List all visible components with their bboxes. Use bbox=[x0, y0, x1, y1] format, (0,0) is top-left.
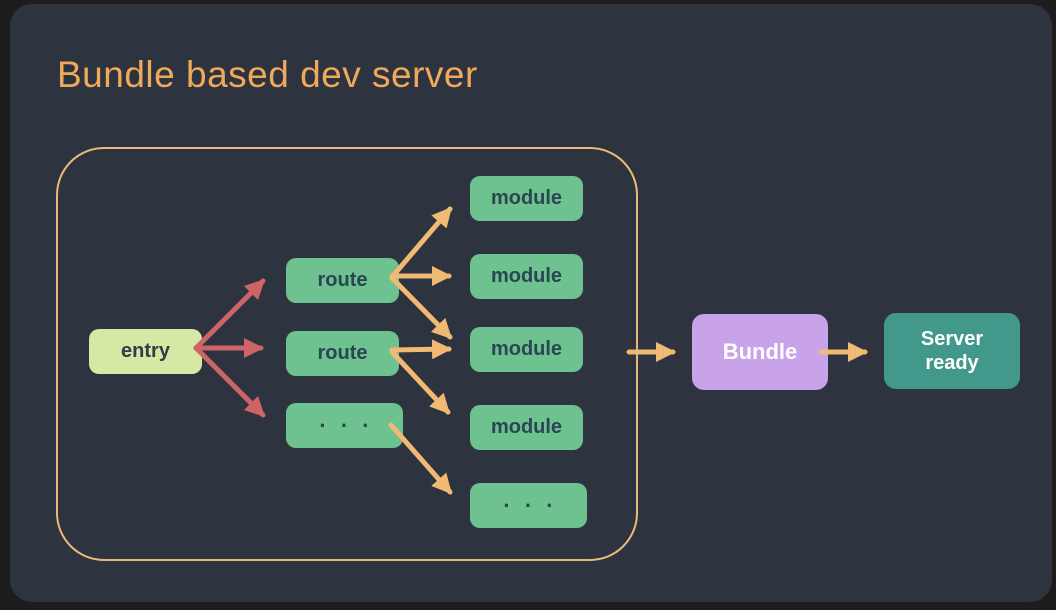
node-server-ready: Server ready bbox=[884, 313, 1020, 389]
node-entry-label: entry bbox=[121, 340, 170, 362]
node-module-3: module bbox=[470, 327, 583, 372]
node-server-ready-label: Server ready bbox=[920, 328, 984, 374]
node-route-1-label: route bbox=[317, 269, 368, 291]
node-route-ellipsis-label: · · · bbox=[319, 412, 374, 438]
slide-title: Bundle based dev server bbox=[57, 54, 478, 95]
node-module-ellipsis-label: · · · bbox=[503, 492, 558, 518]
node-module-ellipsis: · · · bbox=[470, 483, 587, 528]
node-module-1: module bbox=[470, 176, 583, 221]
slide-background: Bundle based dev server entry route rout… bbox=[10, 4, 1052, 602]
node-route-2: route bbox=[286, 331, 399, 376]
node-route-2-label: route bbox=[317, 342, 368, 364]
node-route-1: route bbox=[286, 258, 399, 303]
node-module-4-label: module bbox=[490, 416, 563, 438]
node-module-2-label: module bbox=[490, 265, 563, 287]
node-module-1-label: module bbox=[490, 187, 563, 209]
node-bundle-label: Bundle bbox=[722, 339, 798, 364]
node-entry: entry bbox=[89, 329, 202, 374]
node-module-4: module bbox=[470, 405, 583, 450]
node-module-3-label: module bbox=[490, 338, 563, 360]
node-route-ellipsis: · · · bbox=[286, 403, 403, 448]
node-bundle: Bundle bbox=[692, 314, 828, 390]
node-module-2: module bbox=[470, 254, 583, 299]
